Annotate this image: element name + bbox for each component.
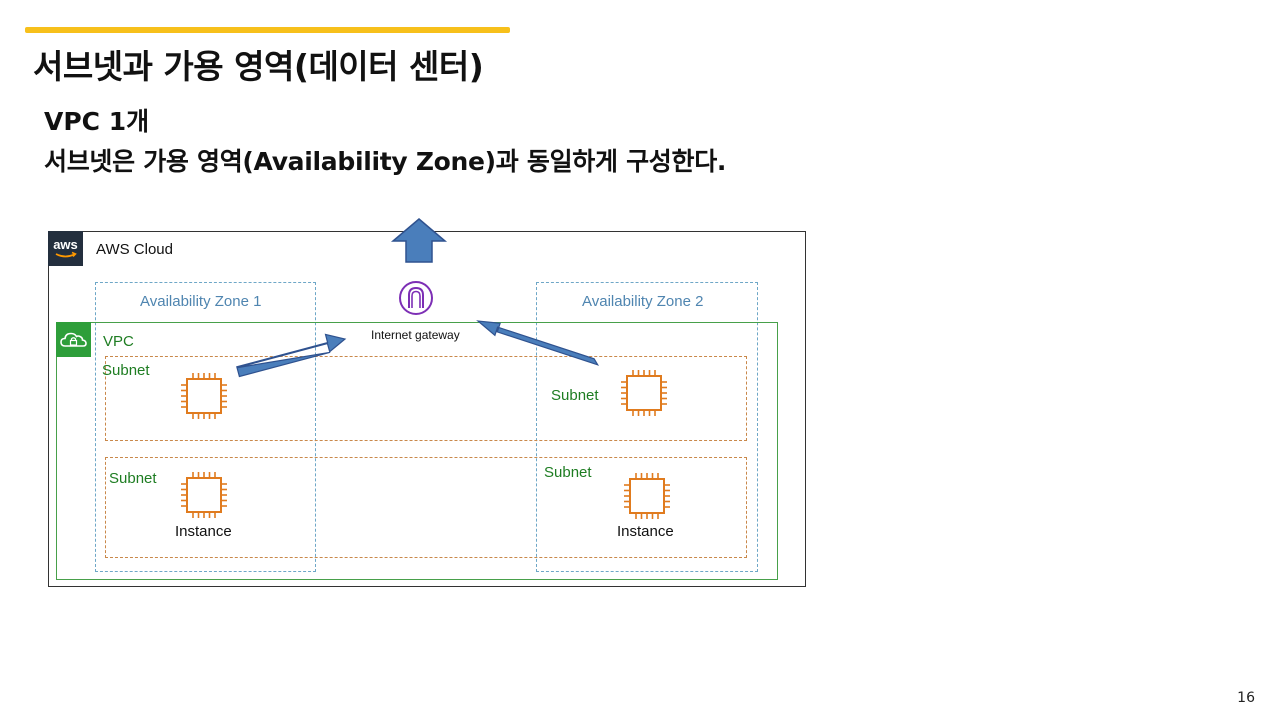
- instance-label-az1: Instance: [175, 523, 232, 540]
- availability-zone-1: [95, 282, 316, 572]
- subnet-row-1: [105, 356, 747, 441]
- vpc-cloud-lock-icon: [56, 322, 91, 357]
- vpc-boundary: [56, 322, 778, 580]
- up-arrow-icon: [390, 218, 448, 263]
- availability-zone-2-label: Availability Zone 2: [582, 293, 704, 310]
- instance-label-az2: Instance: [617, 523, 674, 540]
- internet-gateway-icon: [399, 281, 433, 315]
- internet-gateway-label: Internet gateway: [371, 328, 460, 342]
- subnet-to-gateway-arrow-az2: [476, 320, 600, 366]
- ec2-chip-icon-az2-row2: [623, 472, 671, 520]
- vpc-label: VPC: [103, 333, 134, 350]
- availability-zone-2: [536, 282, 758, 572]
- subnet-label-az1-row1: Subnet: [102, 362, 150, 379]
- subnet-row-2: [105, 457, 747, 558]
- aws-logo-icon: aws: [48, 231, 83, 266]
- ec2-chip-icon-az2-row1: [620, 369, 668, 417]
- title-accent-bar: [25, 27, 510, 33]
- slide-subtitle-vpc: VPC 1개: [44, 107, 150, 136]
- aws-logo-text: aws: [53, 237, 78, 252]
- subnet-label-az2-row2: Subnet: [544, 464, 592, 481]
- availability-zone-1-label: Availability Zone 1: [140, 293, 262, 310]
- slide-title: 서브넷과 가용 영역(데이터 센터): [33, 47, 484, 86]
- ec2-chip-icon-az1-row2: [180, 471, 228, 519]
- subnet-label-az2-row1: Subnet: [551, 387, 599, 404]
- aws-cloud-label: AWS Cloud: [96, 241, 173, 258]
- subnet-to-gateway-arrow-az1: [236, 333, 347, 378]
- subnet-label-az1-row2: Subnet: [109, 470, 157, 487]
- slide-subtitle-subnet: 서브넷은 가용 영역(Availability Zone)과 동일하게 구성한다…: [44, 147, 727, 176]
- page-number: 16: [1237, 690, 1255, 706]
- ec2-chip-icon-az1-row1: [180, 372, 228, 420]
